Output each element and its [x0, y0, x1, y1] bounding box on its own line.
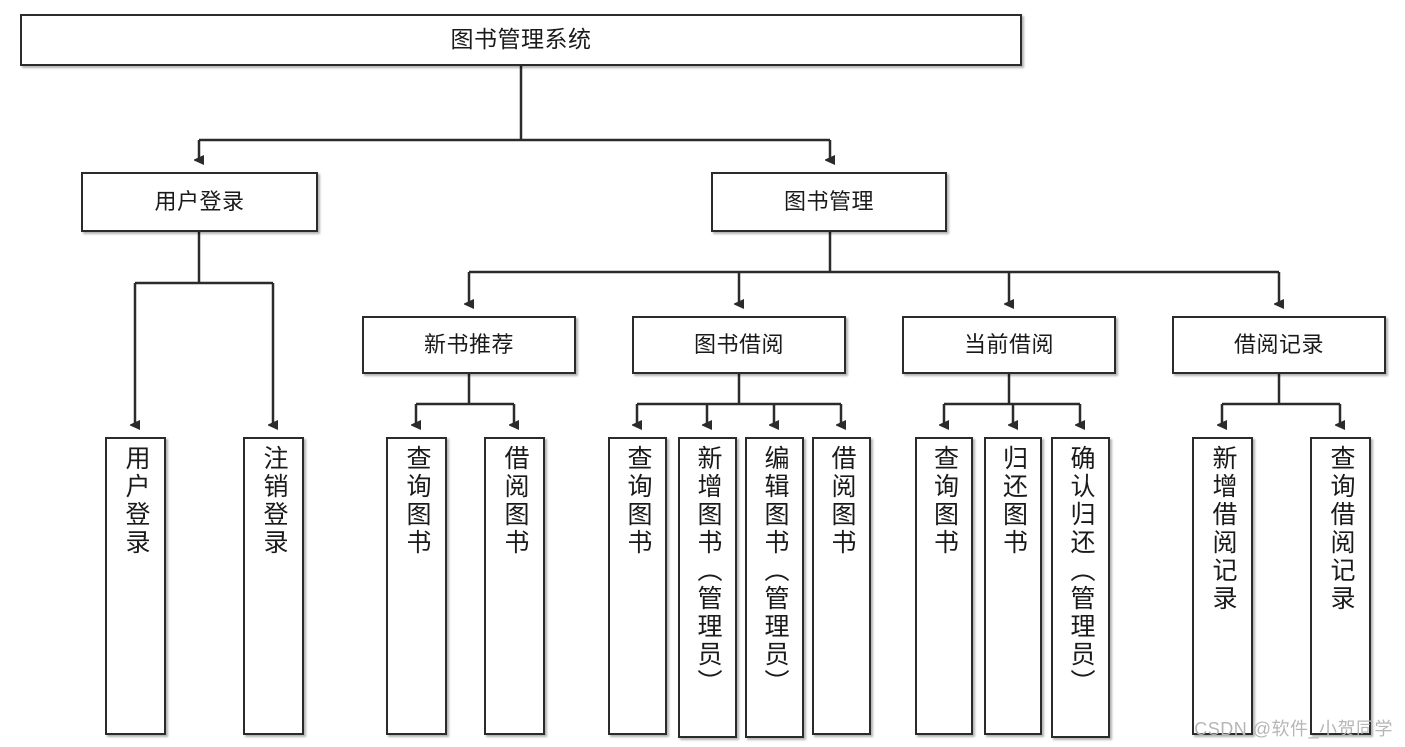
node-label: 图书管理系统 [450, 26, 592, 53]
leaf-query-book-new-recommend[interactable]: 查询图书 [386, 437, 447, 735]
node-label: 新书推荐 [423, 331, 514, 357]
node-borrow-record[interactable]: 借阅记录 [1172, 316, 1386, 374]
leaf-query-book-borrow[interactable]: 查询图书 [608, 437, 667, 735]
leaf-query-borrow-record[interactable]: 查询借阅记录 [1310, 437, 1371, 735]
node-new-book-recommend[interactable]: 新书推荐 [362, 316, 576, 374]
node-label: 查询图书 [403, 445, 431, 557]
leaf-add-borrow-record[interactable]: 新增借阅记录 [1192, 437, 1253, 735]
node-label: 确认归还（管理员） [1067, 445, 1095, 697]
node-label: 用户登录 [122, 445, 150, 557]
node-label: 归还图书 [999, 445, 1028, 557]
node-label: 编辑图书（管理员） [761, 445, 789, 697]
leaf-borrow-book-borrow[interactable]: 借阅图书 [812, 437, 871, 735]
node-label: 用户登录 [154, 188, 245, 214]
node-label: 新增图书（管理员） [694, 445, 722, 697]
node-label: 查询图书 [930, 445, 959, 557]
leaf-query-book-current[interactable]: 查询图书 [915, 437, 973, 735]
node-book-management[interactable]: 图书管理 [711, 172, 947, 232]
watermark: CSDN @软件_小贺同学 [1194, 719, 1393, 739]
leaf-confirm-return-admin[interactable]: 确认归还（管理员） [1051, 437, 1110, 738]
leaf-edit-book-admin[interactable]: 编辑图书（管理员） [745, 437, 804, 738]
node-label: 借阅记录 [1233, 331, 1324, 357]
node-label: 图书借阅 [693, 331, 784, 357]
leaf-borrow-book-new-recommend[interactable]: 借阅图书 [484, 437, 545, 735]
node-user-login[interactable]: 用户登录 [81, 172, 318, 232]
node-label: 借阅图书 [501, 445, 529, 557]
node-label: 新增借阅记录 [1209, 445, 1237, 613]
leaf-return-book[interactable]: 归还图书 [984, 437, 1042, 735]
node-book-borrow[interactable]: 图书借阅 [632, 316, 846, 374]
leaf-logout-login[interactable]: 注销登录 [243, 437, 304, 735]
node-label: 当前借阅 [963, 331, 1054, 357]
node-root-book-management-system[interactable]: 图书管理系统 [20, 14, 1022, 66]
node-label: 查询借阅记录 [1327, 445, 1355, 613]
node-label: 查询图书 [624, 445, 652, 557]
node-label: 图书管理 [783, 188, 874, 214]
leaf-user-login[interactable]: 用户登录 [105, 437, 166, 735]
node-label: 借阅图书 [828, 445, 856, 557]
node-current-borrow[interactable]: 当前借阅 [902, 316, 1116, 374]
leaf-add-book-admin[interactable]: 新增图书（管理员） [678, 437, 737, 738]
node-label: 注销登录 [260, 445, 288, 557]
